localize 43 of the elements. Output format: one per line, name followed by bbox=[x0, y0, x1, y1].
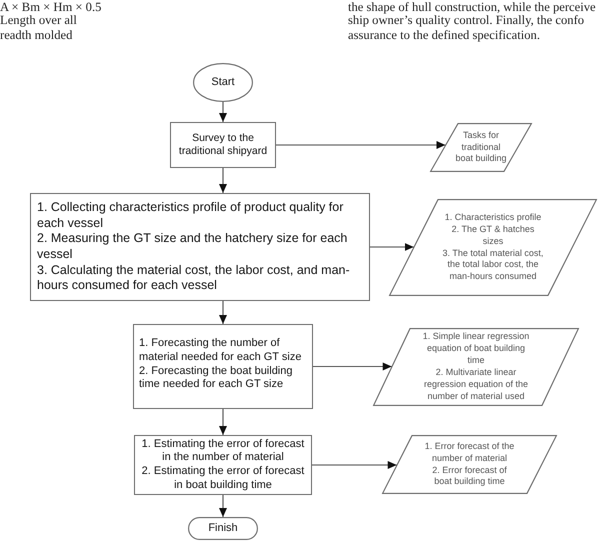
arrow bbox=[219, 168, 227, 193]
process-box bbox=[170, 122, 276, 168]
step-text: 1. Estimating the error of forecast in the number of material bbox=[140, 438, 306, 465]
step-text: 2. Measuring the GT size and the hatchery size for each vessel bbox=[37, 231, 348, 263]
data-parallelogram bbox=[430, 123, 532, 172]
output-text: Tasks for traditional boat building bbox=[454, 130, 508, 166]
terminal-text: Start bbox=[211, 76, 235, 90]
output-text: 2. Multivariate linear regression equation of the number of material used bbox=[422, 367, 530, 403]
output-text: 1. Error forecast of the number of material bbox=[424, 440, 516, 464]
output-text: 3. The total material cost, the total labor cost, the man-hours consumed bbox=[442, 248, 544, 284]
step-text: 2. Forecasting the boat building time needed for each GT size bbox=[139, 364, 294, 392]
terminal-oval bbox=[193, 63, 253, 102]
arrow bbox=[312, 461, 397, 469]
arrow bbox=[219, 409, 227, 435]
body-text: assurance to the defined specification. bbox=[348, 28, 540, 42]
process-box bbox=[134, 435, 312, 495]
data-parallelogram bbox=[389, 199, 597, 296]
data-parallelogram bbox=[373, 328, 579, 406]
process-box bbox=[30, 193, 370, 301]
output-text: 1. Simple linear regression equation of boat building time bbox=[422, 331, 530, 367]
terminal-pill bbox=[188, 517, 258, 540]
step-text: 2. Estimating the error of forecast in boat building time bbox=[140, 465, 306, 492]
arrow bbox=[370, 243, 414, 251]
body-text: Length over all bbox=[0, 13, 77, 27]
output-text: 1. Characteristics profile bbox=[444, 212, 542, 224]
output-text: 2. Error forecast of boat building time bbox=[431, 464, 508, 488]
arrow bbox=[219, 301, 227, 324]
arrow bbox=[219, 495, 227, 517]
step-text: Survey to the traditional shipyard bbox=[178, 132, 268, 158]
arrow bbox=[276, 141, 446, 149]
body-text: readth molded bbox=[0, 28, 72, 42]
data-parallelogram bbox=[382, 435, 557, 494]
terminal-text: Finish bbox=[208, 522, 238, 536]
body-text: ship owner’s quality control. Finally, the confo bbox=[348, 13, 584, 27]
step-text: 1. Collecting characteristics profile of product quality for each vessel bbox=[37, 200, 344, 232]
arrow bbox=[219, 102, 227, 122]
output-text: 2. The GT & hatches sizes bbox=[450, 224, 536, 248]
body-text: the shape of hull construction, while the perceive bbox=[348, 0, 596, 14]
process-box bbox=[133, 324, 313, 409]
step-text: 3. Calculating the material cost, the labor cost, and man-hours consumed for each vessel bbox=[37, 262, 351, 294]
body-text: A × Bm × Hm × 0.5 bbox=[0, 0, 102, 14]
step-text: 1. Forecasting the number of material needed for each GT size bbox=[139, 337, 302, 364]
arrow bbox=[313, 362, 392, 370]
